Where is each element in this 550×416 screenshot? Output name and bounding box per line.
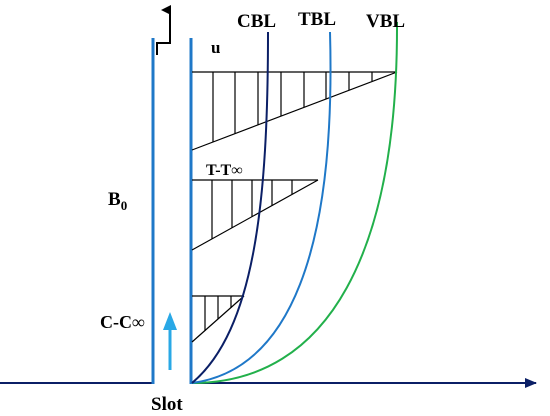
- temperature-label: T-T∞: [206, 162, 243, 179]
- velocity-profile: [191, 71, 398, 151]
- slot-label: Slot: [151, 394, 183, 415]
- b0-base: B: [108, 189, 121, 210]
- concentration-label: C-C∞: [100, 312, 145, 332]
- u-label: u: [211, 38, 220, 57]
- concentration-profile: [191, 295, 245, 343]
- vbl-label: VBL: [366, 11, 405, 32]
- top-arrow: [156, 5, 171, 55]
- b0-subscript: 0: [121, 198, 128, 213]
- tbl-curve: [191, 31, 332, 384]
- vbl-curve: [191, 21, 399, 384]
- flow-arrow-head: [163, 312, 177, 330]
- tbl-label: TBL: [298, 9, 336, 30]
- cbl-curve: [191, 31, 269, 384]
- b0-label: B0: [108, 189, 127, 213]
- temperature-profile: [191, 179, 319, 251]
- cbl-label: CBL: [237, 11, 276, 32]
